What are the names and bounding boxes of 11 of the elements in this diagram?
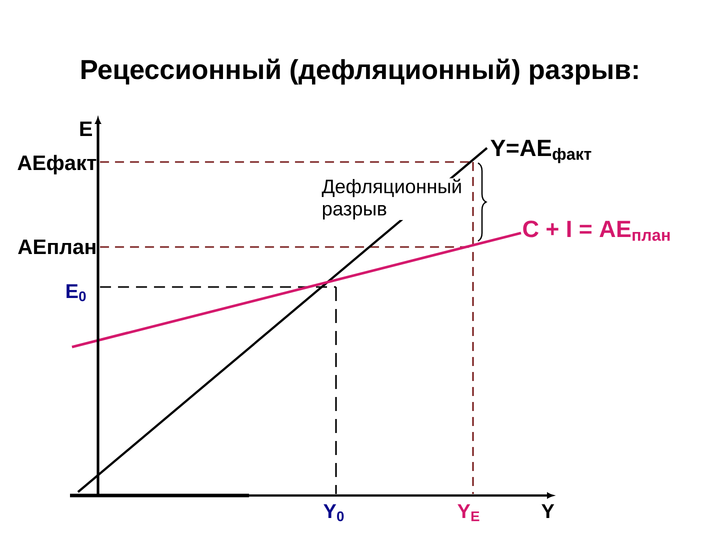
axis-label: Y [542,504,554,518]
line-label: C + I = AE$_{план}$ [523,220,670,241]
line-label: Y=AE$_{факт}$ [490,140,592,164]
axis-value-label: Y$_{0}$ [324,504,344,522]
axis-value-label: E$_{0}$ [66,284,86,302]
axis-value-label: AEплан [18,240,96,254]
axis-value-label: Y$_{E}$ [458,504,480,522]
brace-label: Дефляционный разрыв [321,178,470,220]
axis-label: E [80,122,92,136]
axis-value-label: AEфакт [18,154,96,174]
title: Рецессионный (дефляционный) разрыв: [82,58,638,85]
